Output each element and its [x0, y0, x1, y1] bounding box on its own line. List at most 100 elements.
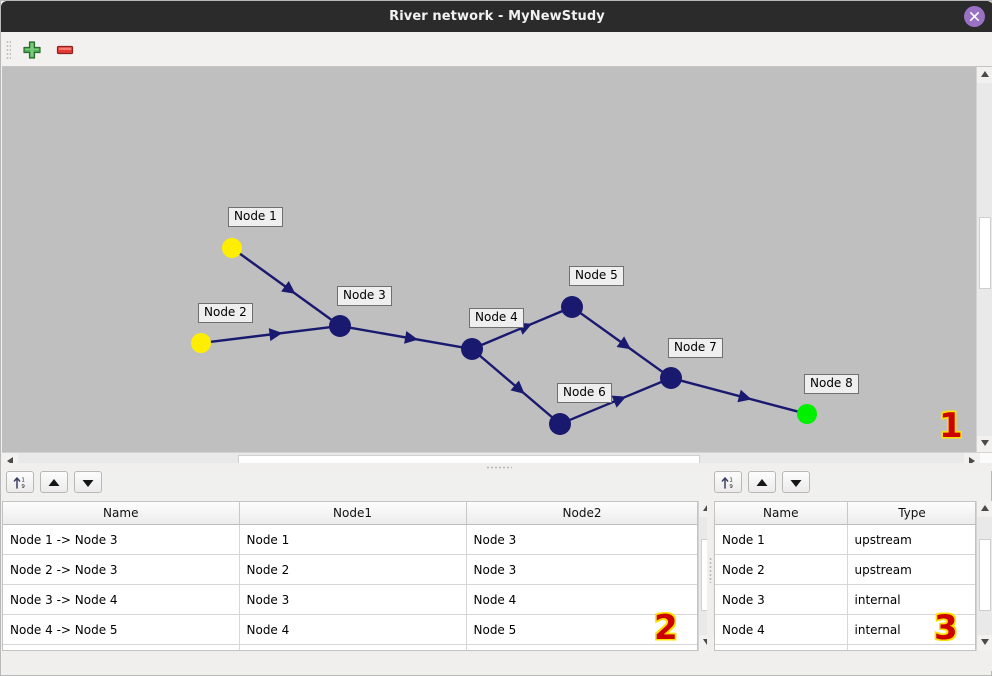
table-cell[interactable]: Node 3 -> Node 4	[3, 584, 240, 615]
scroll-thumb[interactable]	[979, 217, 991, 289]
table-cell-empty	[847, 644, 975, 650]
edge-arrow-icon	[281, 280, 296, 294]
diagram-node-label[interactable]: Node 2	[198, 303, 253, 323]
table-cell-empty	[715, 644, 848, 650]
diagram-pane: Node 1 Node 2 Node 3 Node 4 Node 5 Node 6 Node…	[2, 67, 992, 469]
horizontal-splitter[interactable]	[2, 463, 992, 471]
diagram-node[interactable]	[561, 296, 583, 318]
diagram-node[interactable]	[549, 413, 571, 435]
table-cell[interactable]: Node 4	[466, 584, 697, 615]
table-cell[interactable]: Node 1 -> Node 3	[3, 524, 240, 555]
table-cell[interactable]: Node 4	[239, 614, 467, 645]
table-cell[interactable]: upstream	[847, 554, 975, 585]
table-cell[interactable]: Node 3	[466, 554, 697, 585]
table-cell[interactable]: Node 3	[466, 524, 697, 555]
table-cell[interactable]: Node 2	[239, 554, 467, 585]
table-cell[interactable]: Node 2	[715, 554, 848, 585]
move-up-button[interactable]	[40, 471, 68, 493]
diagram-node-label[interactable]: Node 1	[228, 207, 283, 227]
toolbar-drag-handle[interactable]	[6, 40, 11, 60]
diagram-node[interactable]	[191, 333, 211, 353]
table-cell[interactable]: internal	[847, 584, 975, 615]
remove-node-icon[interactable]	[53, 38, 77, 62]
table-cell[interactable]: upstream	[847, 524, 975, 555]
sort-button[interactable]: 1 9	[6, 471, 34, 493]
diagram-node[interactable]	[660, 367, 682, 389]
table-cell[interactable]: Node 4	[715, 614, 848, 645]
diagram-node-label[interactable]: Node 5	[569, 266, 624, 286]
column-header[interactable]: Name	[715, 502, 848, 525]
diagram-node[interactable]	[461, 338, 483, 360]
diagram-node[interactable]	[222, 238, 242, 258]
edge-arrow-icon	[611, 395, 627, 408]
splitter-grip[interactable]	[486, 466, 512, 469]
diagram-node-label[interactable]: Node 4	[469, 308, 524, 328]
table-cell[interactable]: Node 1	[715, 524, 848, 555]
move-down-button[interactable]	[74, 471, 102, 493]
svg-text:1: 1	[729, 478, 733, 484]
table-cell[interactable]: Node 3	[715, 584, 848, 615]
vertical-splitter[interactable]	[707, 471, 713, 671]
sort-button[interactable]: 1 9	[714, 471, 742, 493]
move-up-button[interactable]	[748, 471, 776, 493]
diagram-node-label[interactable]: Node 7	[668, 338, 723, 358]
move-down-button[interactable]	[782, 471, 810, 493]
table-row-empty	[3, 644, 697, 650]
table-cell[interactable]: Node 3	[239, 584, 467, 615]
nodes-pane-footer	[714, 651, 992, 671]
callout-number: 2	[653, 608, 680, 648]
scroll-down-arrow-icon[interactable]	[977, 635, 992, 651]
table-cell[interactable]: internal	[847, 614, 975, 645]
table-cell[interactable]: Node 1	[239, 524, 467, 555]
splitter-grip[interactable]	[709, 557, 712, 583]
diagram-node[interactable]	[797, 404, 817, 424]
diagram-node-label[interactable]: Node 8	[804, 374, 859, 394]
table-row-empty	[715, 644, 975, 650]
scroll-up-arrow-icon[interactable]	[977, 501, 992, 517]
river-network-canvas[interactable]: Node 1 Node 2 Node 3 Node 4 Node 5 Node 6 Node…	[2, 67, 976, 452]
diagram-node-label[interactable]: Node 3	[337, 286, 392, 306]
scroll-thumb[interactable]	[979, 539, 991, 611]
column-header[interactable]: Name	[3, 502, 240, 525]
diagram-node-label[interactable]: Node 6	[557, 383, 612, 403]
column-header[interactable]: Node2	[466, 502, 697, 525]
canvas-vertical-scrollbar[interactable]	[976, 67, 992, 452]
scroll-down-arrow-icon[interactable]	[977, 436, 992, 452]
table-cell-empty	[239, 644, 467, 650]
edge-arrow-icon	[737, 389, 752, 403]
nodes-table-vertical-scrollbar[interactable]	[976, 501, 992, 651]
edges-pane-toolbar: 1 9	[2, 471, 714, 501]
edges-pane-footer	[2, 651, 714, 671]
edge-layer	[209, 252, 799, 422]
column-header[interactable]: Node1	[239, 502, 467, 525]
scroll-up-arrow-icon[interactable]	[977, 67, 992, 83]
table-cell[interactable]: Node 5	[466, 614, 697, 645]
svg-text:9: 9	[21, 484, 25, 490]
svg-text:9: 9	[729, 484, 733, 490]
diagram-node[interactable]	[329, 315, 351, 337]
column-header[interactable]: Type	[847, 502, 975, 525]
edge-arrow-icon	[510, 380, 525, 394]
table-cell-empty	[466, 644, 697, 650]
window-title: River network - MyNewStudy	[389, 9, 605, 24]
close-icon[interactable]	[964, 6, 985, 27]
table-cell[interactable]: Node 2 -> Node 3	[3, 554, 240, 585]
table-cell[interactable]: Node 4 -> Node 5	[3, 614, 240, 645]
add-node-icon[interactable]	[20, 38, 44, 62]
